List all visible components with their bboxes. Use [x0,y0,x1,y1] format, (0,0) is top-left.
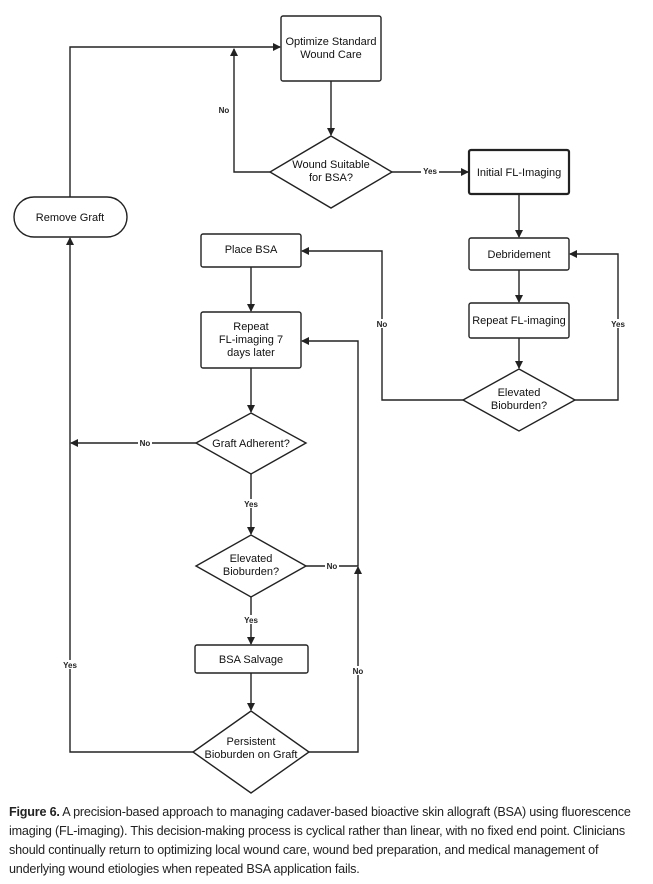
caption-label: Figure 6. [9,805,60,819]
label-persistent-no: No [353,667,364,676]
svg-text:Initial FL-Imaging: Initial FL-Imaging [477,167,561,179]
edge-persistent-no [309,566,362,753]
node-initial-fl: Initial FL-Imaging [467,148,571,196]
node-bsa-salvage: BSA Salvage [194,644,309,674]
node-remove-graft: Remove Graft [13,196,128,238]
label-elevated-right-yes: Yes [611,320,625,329]
node-debridement: Debridement [468,237,570,271]
caption-text: A precision-based approach to managing c… [9,805,631,876]
label-adherent-no: No [140,439,151,448]
svg-text:Place BSA: Place BSA [225,244,278,256]
label-elevated-left-no: No [327,562,338,571]
label-adherent-yes: Yes [244,500,258,509]
edge-suitable-no [230,48,270,173]
svg-text:BSA Salvage: BSA Salvage [219,654,283,666]
node-graft-adherent: Graft Adherent? [194,412,308,475]
label-elevated-right-no: No [377,320,388,329]
figure-caption: Figure 6. A precision-based approach to … [9,803,645,879]
node-place-bsa: Place BSA [200,233,302,268]
svg-text:Remove Graft: Remove Graft [36,212,104,224]
edge-remove-to-optimize [69,43,281,197]
label-elevated-left-yes: Yes [244,616,258,625]
edge-elevated-left-no [301,337,359,567]
edge-labels: No Yes Yes No No Yes No Yes Yes No [62,106,626,676]
label-persistent-yes: Yes [63,661,77,670]
label-suitable-yes: Yes [423,167,437,176]
svg-text:Debridement: Debridement [488,249,551,261]
svg-text:Graft Adherent?: Graft Adherent? [212,438,290,450]
flowchart: No Yes Yes No No Yes No Yes Yes No Optim… [13,15,626,794]
edge-persistent-yes [66,237,193,753]
label-suitable-no: No [219,106,230,115]
svg-text:Repeat FL-imaging: Repeat FL-imaging [472,315,566,327]
node-repeat-fl: Repeat FL-imaging [468,302,570,339]
